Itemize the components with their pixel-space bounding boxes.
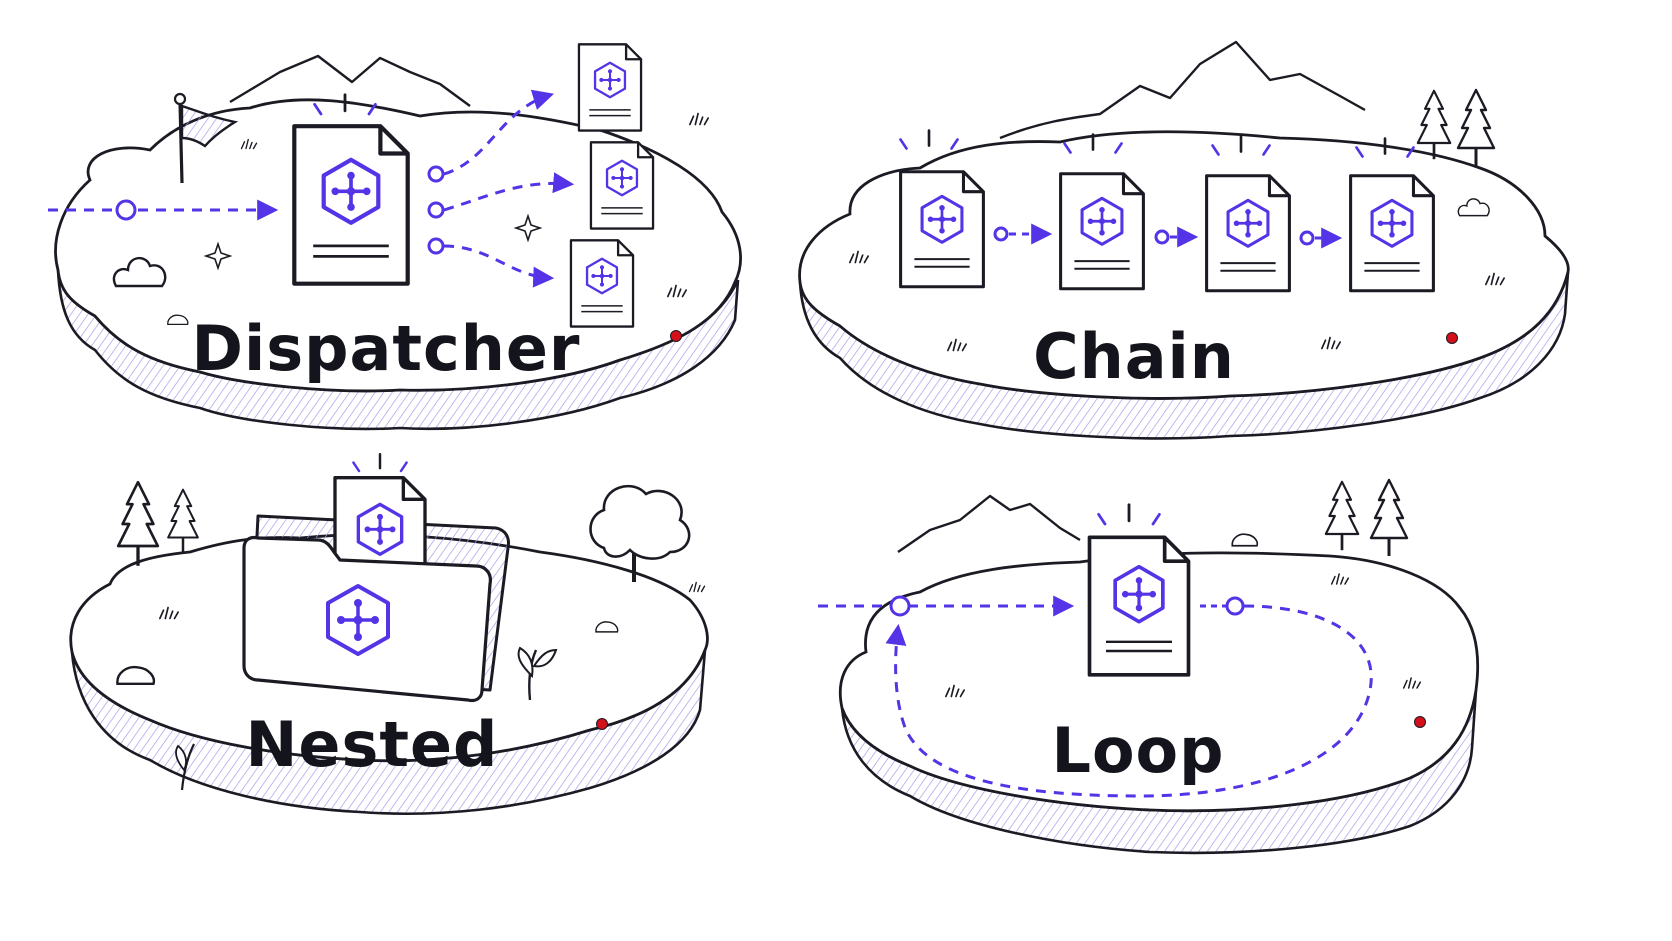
pine-tree-icon <box>1369 478 1409 558</box>
loop-label: Loop <box>1051 714 1224 787</box>
pine-tree-icon <box>166 488 200 554</box>
chain-document-icon <box>1204 174 1292 293</box>
grass-icon <box>688 112 710 126</box>
sparkle-icon <box>203 241 233 271</box>
pine-tree-icon <box>1324 480 1360 552</box>
highlight-icon <box>899 129 959 150</box>
pine-tree-icon <box>116 480 160 568</box>
dispatcher-panel: Dispatcher <box>48 42 742 431</box>
input-node <box>115 199 137 221</box>
highlight-icon <box>1097 503 1161 526</box>
sprout-icon <box>517 646 558 701</box>
chain-document-icon <box>898 170 986 289</box>
sparkle-icon <box>513 213 543 243</box>
loop-panel: Loop <box>818 478 1480 855</box>
loop-document-icon <box>1087 535 1191 677</box>
dispatcher-document-icon <box>294 126 407 284</box>
target-document-icon <box>577 42 643 132</box>
dispatch-arrows <box>427 89 575 288</box>
dispatcher-label: Dispatcher <box>192 312 581 385</box>
highlight-icon <box>352 452 408 473</box>
chain-label: Chain <box>1033 320 1235 393</box>
target-document-icon <box>589 140 655 230</box>
chain-panel: Chain <box>798 40 1570 440</box>
sprout-icon <box>175 743 195 791</box>
tree-icon <box>589 484 691 582</box>
loop-arrows <box>818 595 1373 798</box>
red-dot <box>1414 716 1426 728</box>
nested-label: Nested <box>246 708 499 781</box>
pine-tree-icon <box>1456 88 1496 168</box>
red-dot <box>670 330 682 342</box>
red-dot <box>1446 332 1458 344</box>
flag-icon <box>173 92 239 184</box>
nested-panel: Nested <box>69 452 709 816</box>
chain-document-icon <box>1348 174 1436 293</box>
red-dot <box>596 718 608 730</box>
chain-document-icon <box>1058 172 1146 291</box>
mountain-icon <box>229 54 471 107</box>
grass-icon <box>688 581 706 593</box>
mountain-icon <box>999 40 1366 140</box>
folder-icon <box>242 452 510 703</box>
pine-tree-icon <box>1416 89 1452 161</box>
mountain-icon <box>897 494 1081 553</box>
chain-arrows <box>993 223 1343 249</box>
rock-icon <box>1231 533 1259 547</box>
